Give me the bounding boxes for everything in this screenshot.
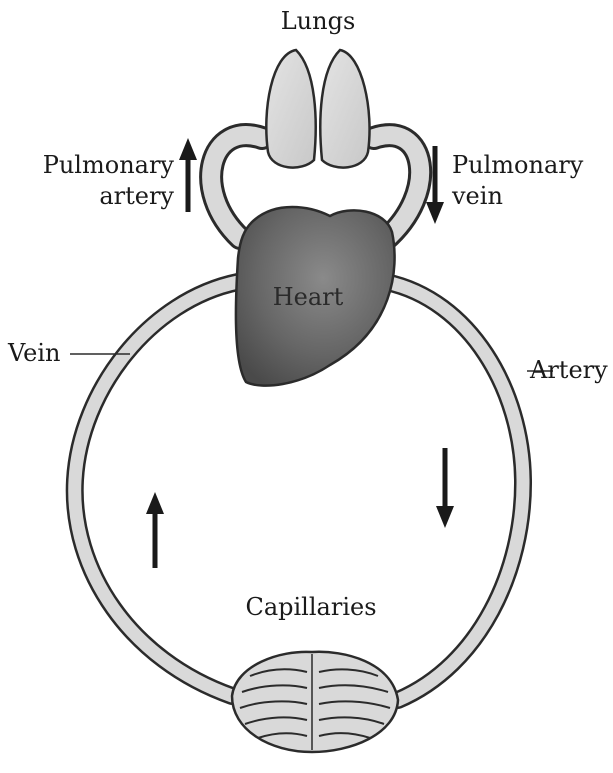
pulmonary-vein-label-line1: Pulmonary — [452, 152, 583, 179]
pulmonary-artery-label-line1: Pulmonary — [20, 152, 174, 179]
lungs-label: Lungs — [268, 8, 368, 35]
pulmonary-artery-label-line2: artery — [20, 183, 174, 210]
lungs-shape — [266, 50, 369, 168]
artery-label: Artery — [530, 357, 608, 384]
arrow-artery-down — [436, 448, 454, 528]
pulmonary-vein-label-line2: vein — [452, 183, 503, 210]
capillaries-label: Capillaries — [226, 594, 396, 621]
vein-label: Vein — [8, 340, 60, 367]
arrow-vein-up — [146, 492, 164, 568]
capillary-bed — [232, 652, 398, 752]
heart-label: Heart — [258, 284, 358, 311]
arrow-pulmonary-artery-up — [179, 138, 197, 212]
